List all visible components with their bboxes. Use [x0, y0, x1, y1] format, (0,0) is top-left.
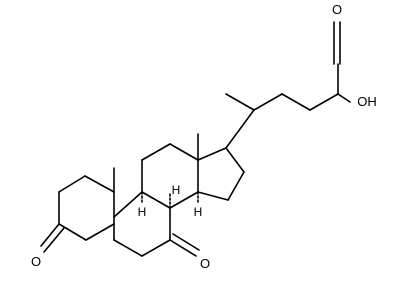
bond — [337, 93, 351, 103]
ring-d — [197, 147, 245, 201]
atom-h-8: H — [172, 183, 181, 197]
bond — [169, 191, 199, 209]
bond — [172, 233, 200, 251]
bond — [84, 175, 115, 193]
bond — [141, 143, 171, 161]
bond — [141, 239, 171, 257]
bond — [225, 147, 245, 173]
bond — [58, 223, 87, 241]
bond — [85, 223, 115, 241]
ring-c — [141, 143, 199, 209]
bond — [141, 191, 171, 209]
bond — [225, 109, 255, 149]
atom-oh-carboxyl: OH — [357, 94, 377, 109]
atom-labels: O OH O O H H H — [31, 2, 377, 271]
bond — [169, 143, 199, 161]
bond — [309, 93, 339, 111]
atom-o-ketone-7: O — [200, 256, 210, 271]
bond — [281, 93, 311, 111]
atom-h-14: H — [194, 205, 203, 219]
bond — [113, 191, 143, 218]
ring-b — [113, 191, 171, 257]
bond — [58, 175, 86, 193]
atom-o-carboxyl: O — [332, 2, 342, 17]
ketone-3 — [40, 223, 65, 253]
carboxyl-double-bond — [333, 21, 341, 65]
bond — [40, 223, 60, 247]
bond — [253, 93, 283, 111]
bond — [197, 147, 227, 161]
atom-h-9: H — [138, 205, 147, 219]
bond — [225, 93, 255, 111]
bond — [197, 191, 229, 201]
side-chain — [225, 63, 351, 149]
ring-a — [58, 175, 115, 241]
ketone-7 — [169, 233, 200, 257]
bond — [113, 239, 143, 257]
bond — [43, 227, 65, 253]
bond — [227, 171, 245, 201]
atom-o-ketone-3: O — [31, 254, 41, 269]
bond — [169, 239, 197, 257]
